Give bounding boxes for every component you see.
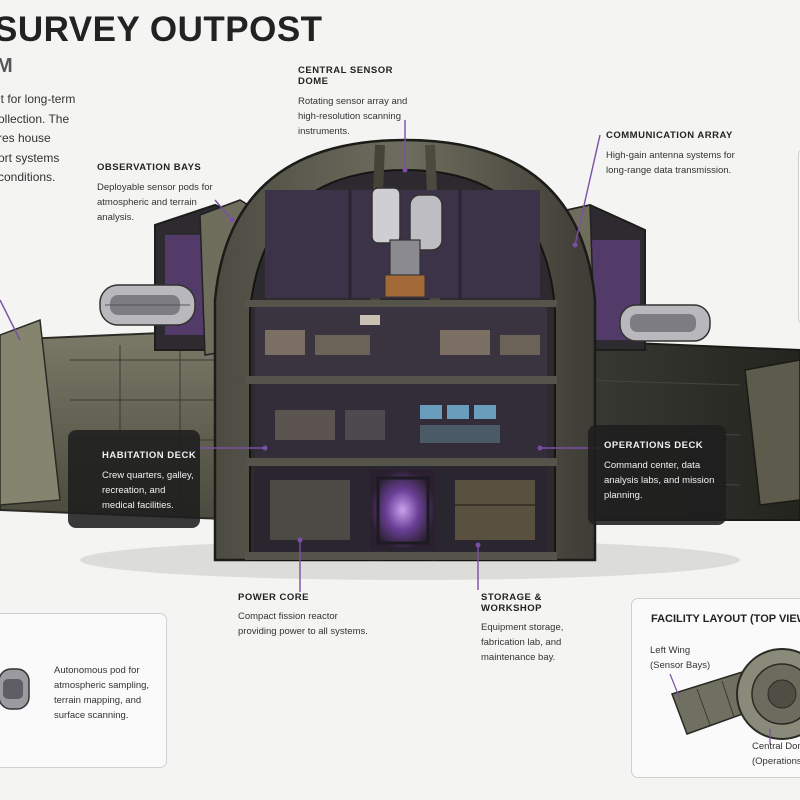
callout-power-core: POWER CORE Compact fission reactor provi… <box>238 592 378 639</box>
callout-desc: High-gain antenna systems for long-range… <box>606 150 735 176</box>
callout-observation-bays: OBSERVATION BAYS Deployable sensor pods … <box>97 162 215 225</box>
left-wing-label: Left Wing <box>650 645 691 656</box>
callout-operations-deck: OPERATIONS DECK Command center, data ana… <box>588 425 726 525</box>
right-sensor-pod <box>619 304 711 342</box>
left-sensor-pod <box>99 284 196 326</box>
callout-title: HABITATION DECK <box>102 450 197 461</box>
facility-layout-panel: FACILITY LAYOUT (TOP VIEW) Left Wing (Se… <box>631 598 800 778</box>
sensor-pod-icon <box>0 668 30 710</box>
callout-title: OPERATIONS DECK <box>604 440 704 451</box>
habitation-deck-interior <box>255 307 547 376</box>
left-wing-sub: (Sensor Bays) <box>650 660 711 671</box>
facility-layout-title: FACILITY LAYOUT (TOP VIEW) <box>651 613 800 625</box>
central-dome-label: Central Dom <box>752 741 800 752</box>
callout-desc: Crew quarters, galley, recreation, and m… <box>102 470 194 511</box>
operations-deck-interior <box>255 384 547 458</box>
leader-lines <box>0 120 601 592</box>
callout-habitation-deck: HABITATION DECK Crew quarters, galley, r… <box>68 430 200 528</box>
central-dome-sub: (Operations <box>752 756 800 767</box>
callout-desc: Rotating sensor array and high-resolutio… <box>298 96 408 137</box>
deck-floors <box>245 300 557 560</box>
callout-desc: Deployable sensor pods for atmospheric a… <box>97 182 213 223</box>
callout-title: STORAGE & WORKSHOP <box>481 592 542 614</box>
power-storage-deck-interior <box>255 466 547 552</box>
callout-title: CENTRAL SENSOR DOME <box>298 65 393 87</box>
callout-desc: Command center, data analysis labs, and … <box>604 460 715 501</box>
sensor-deck-interior <box>265 187 540 298</box>
page-subtitle: M <box>0 55 14 77</box>
callout-desc: Compact fission reactor providing power … <box>238 611 368 637</box>
callout-title: COMMUNICATION ARRAY <box>606 130 733 141</box>
callout-communication-array: COMMUNICATION ARRAY High-gain antenna sy… <box>606 130 736 178</box>
leader-dots <box>229 167 578 548</box>
facility-top-view-diagram <box>669 648 800 744</box>
intro-text: lt for long-term ollection. The res hous… <box>0 92 76 184</box>
sensor-pod-panel: Autonomous pod for atmospheric sampling,… <box>0 613 167 768</box>
callout-title: OBSERVATION BAYS <box>97 162 202 173</box>
page-title: SURVEY OUTPOST <box>0 10 323 49</box>
callout-central-sensor-dome: CENTRAL SENSOR DOME Rotating sensor arra… <box>298 65 418 139</box>
callout-title: POWER CORE <box>238 592 309 603</box>
callout-desc: Equipment storage, fabrication lab, and … <box>481 622 564 663</box>
callout-storage-workshop: STORAGE & WORKSHOP Equipment storage, fa… <box>481 592 599 665</box>
sensor-pod-desc: Autonomous pod for atmospheric sampling,… <box>54 665 150 721</box>
